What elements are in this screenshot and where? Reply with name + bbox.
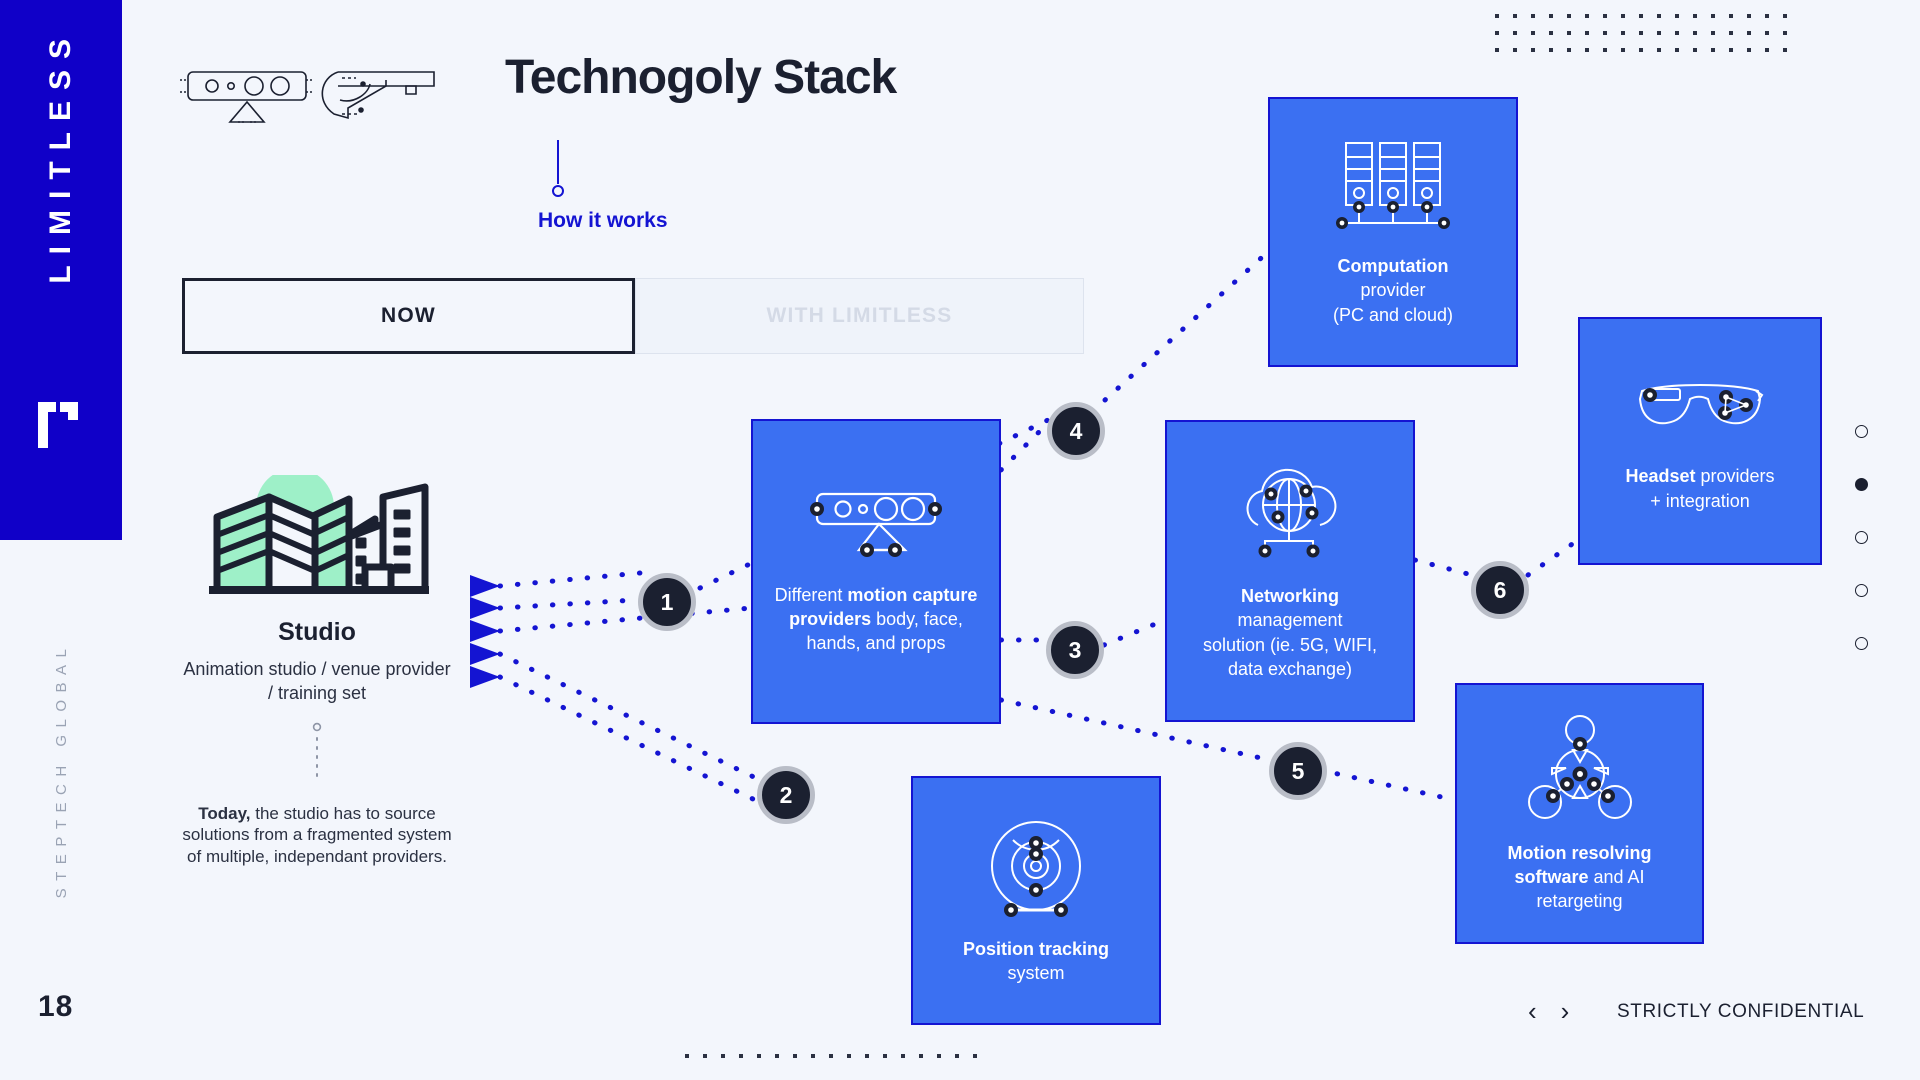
brand-block: LIMITLESS — [0, 0, 122, 540]
brand-name: LIMITLESS — [44, 28, 77, 284]
pagination-dot-1[interactable] — [1855, 425, 1868, 438]
header-icon-group — [178, 60, 448, 135]
studio-note-lead: Today, — [198, 803, 251, 823]
confidential-label: STRICTLY CONFIDENTIAL — [1617, 1001, 1865, 1022]
card-computation-line2: provider — [1360, 280, 1426, 301]
card-networking-text: Networking management solution (ie. 5G, … — [1203, 584, 1377, 680]
cloud-globe-network-icon — [1226, 461, 1354, 572]
card-computation-line3: (PC and cloud) — [1332, 304, 1454, 325]
card-motion-text: Motion resolving software and AI retarge… — [1469, 841, 1690, 913]
card-mocap-post: body, face, hands, and props — [806, 608, 963, 654]
card-motion-line3: retargeting — [1536, 891, 1623, 912]
pagination-dot-4[interactable] — [1855, 584, 1868, 597]
dotted-vertical-line-icon — [312, 722, 322, 789]
decorative-dot-grid-bottom — [685, 1048, 995, 1073]
pagination-dot-2[interactable] — [1855, 478, 1868, 491]
server-rack-icon — [1334, 137, 1452, 242]
step-badge-5[interactable]: 5 — [1269, 742, 1327, 800]
studio-note-rest: the studio has to source solutions from … — [182, 803, 452, 867]
sub-brand-block: STEPTECH GLOBAL — [0, 560, 122, 980]
vertical-connector-icon — [548, 140, 568, 205]
card-networking[interactable]: Networking management solution (ie. 5G, … — [1165, 420, 1415, 722]
motion-solver-skeleton-icon — [1517, 714, 1643, 829]
card-mocap[interactable]: Different motion capture providers body,… — [751, 419, 1001, 724]
left-rail: LIMITLESS STEPTECH GLOBAL 18 — [0, 0, 122, 1080]
chevron-left-icon[interactable]: ‹ — [1528, 996, 1537, 1026]
card-headset-bold: Headset — [1625, 466, 1696, 487]
card-mocap-bold: motion capture providers — [789, 584, 978, 629]
how-it-works-label: How it works — [538, 209, 668, 232]
card-position[interactable]: Position tracking system — [911, 776, 1161, 1025]
card-networking-title: Networking — [1240, 586, 1339, 607]
footer-nav[interactable]: ‹ › — [1528, 998, 1569, 1024]
position-tracking-radar-icon — [981, 816, 1091, 925]
card-headset[interactable]: Headset providers + integration — [1578, 317, 1822, 565]
step-badge-1[interactable]: 1 — [638, 573, 696, 631]
step-badge-3[interactable]: 3 — [1046, 621, 1104, 679]
chevron-right-icon[interactable]: › — [1560, 996, 1570, 1026]
page-number: 18 — [38, 990, 74, 1023]
studio-note: Today, the studio has to source solution… — [182, 803, 452, 868]
card-motion-bold: Motion resolving software — [1507, 842, 1652, 887]
card-position-bold: Position tracking — [962, 938, 1110, 959]
card-computation-title: Computation — [1337, 256, 1449, 277]
card-position-line2: system — [1007, 963, 1065, 983]
limitless-corner-logo-icon — [34, 398, 88, 452]
card-headset-post: providers — [1695, 466, 1775, 487]
step-badge-4[interactable]: 4 — [1047, 402, 1105, 460]
studio-title: Studio — [278, 618, 356, 646]
city-buildings-icon — [182, 470, 452, 600]
pagination-dot-3[interactable] — [1855, 531, 1868, 544]
sub-brand-name: STEPTECH GLOBAL — [52, 641, 70, 899]
ar-glasses-icon — [1628, 369, 1772, 452]
card-position-text: Position tracking system — [963, 937, 1109, 985]
studio-block: Studio Animation studio / venue provider… — [182, 470, 452, 868]
tab-now[interactable]: NOW — [182, 278, 635, 354]
card-headset-line2: + integration — [1650, 490, 1750, 511]
step-badge-2[interactable]: 2 — [757, 766, 815, 824]
card-networking-line2: management — [1237, 610, 1343, 631]
page-title: Technogoly Stack — [505, 51, 897, 104]
card-headset-text: Headset providers + integration — [1625, 464, 1774, 512]
motion-capture-sensor-icon — [801, 488, 951, 571]
card-computation-text: Computation provider (PC and cloud) — [1333, 254, 1453, 326]
card-mocap-text: Different motion capture providers body,… — [765, 583, 987, 655]
step-badge-6[interactable]: 6 — [1471, 561, 1529, 619]
decorative-dot-grid-top — [1495, 10, 1815, 61]
studio-description: Animation studio / venue provider / trai… — [183, 659, 451, 704]
view-toggle[interactable]: NOW WITH LIMITLESS — [182, 278, 1084, 354]
card-networking-line4: data exchange) — [1227, 658, 1353, 679]
pagination-dots[interactable] — [1855, 425, 1868, 690]
card-networking-line3: solution (ie. 5G, WIFI, — [1202, 634, 1378, 655]
card-mocap-pre: Different — [774, 584, 848, 605]
pagination-dot-5[interactable] — [1855, 637, 1868, 650]
card-motion[interactable]: Motion resolving software and AI retarge… — [1455, 683, 1704, 944]
card-motion-post: and AI — [1588, 866, 1645, 887]
tab-with-limitless[interactable]: WITH LIMITLESS — [635, 278, 1084, 354]
card-computation[interactable]: Computation provider (PC and cloud) — [1268, 97, 1518, 367]
